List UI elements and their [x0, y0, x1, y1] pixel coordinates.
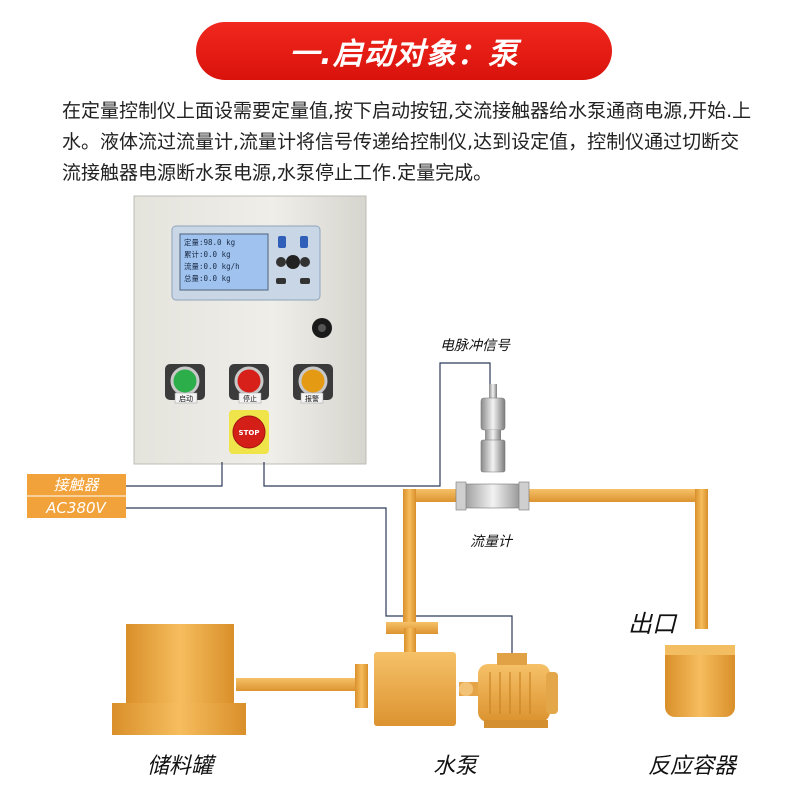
- estop-text: STOP: [239, 429, 260, 437]
- alarm-button-label: 报警: [305, 394, 319, 403]
- storage-tank-label: 储料罐: [147, 754, 217, 779]
- screen-line: 累计:0.0 kg: [184, 249, 231, 259]
- contactor-voltage: AC380V: [45, 499, 107, 517]
- outlet-label: 出口: [628, 610, 678, 638]
- emergency-stop-button[interactable]: [229, 410, 269, 454]
- keypad-dpad[interactable]: [286, 255, 300, 269]
- controller-screen: [179, 233, 269, 291]
- water-pump: [355, 622, 558, 728]
- contactor-label: 接触器: [53, 476, 100, 494]
- keypad-key[interactable]: [278, 236, 286, 248]
- control-cabinet: 定量:98.0 kg 累计:0.0 kg 流量:0.0 kg/h 总量:0.0 …: [133, 195, 367, 465]
- storage-tank: [112, 624, 246, 735]
- pump-label: 水泵: [433, 754, 480, 779]
- pipes: [236, 489, 708, 691]
- start-button-label: 启动: [179, 394, 193, 403]
- reactor-vessel: [665, 645, 735, 717]
- keypad-key[interactable]: [300, 236, 308, 248]
- keypad-key[interactable]: [276, 278, 286, 284]
- flowmeter-label: 流量计: [470, 534, 514, 550]
- page-title: 一.启动对象：泵: [289, 37, 519, 72]
- screen-line: 总量:0.0 kg: [184, 273, 231, 283]
- title-banner: 一.启动对象：泵: [196, 22, 612, 80]
- reactor-label: 反应容器: [648, 754, 738, 779]
- contactor-tag: [27, 474, 126, 518]
- stop-button[interactable]: [229, 364, 269, 400]
- stop-button-label: 停止: [243, 394, 257, 403]
- keypad-key[interactable]: [300, 278, 310, 284]
- alarm-button[interactable]: [293, 364, 333, 400]
- pulse-signal-label: 电脉冲信号: [440, 338, 511, 354]
- keypad-key[interactable]: [300, 257, 310, 267]
- keypad-key[interactable]: [276, 257, 286, 267]
- flowmeter: [455, 384, 530, 511]
- screen-line: 流量:0.0 kg/h: [184, 261, 240, 271]
- screen-line: 定量:98.0 kg: [184, 237, 235, 247]
- signal-wires: [126, 362, 513, 660]
- intro-paragraph: 在定量控制仪上面设需要定量值,按下启动按钮,交流接触器给水泵通商电源,开始.上水…: [62, 100, 752, 184]
